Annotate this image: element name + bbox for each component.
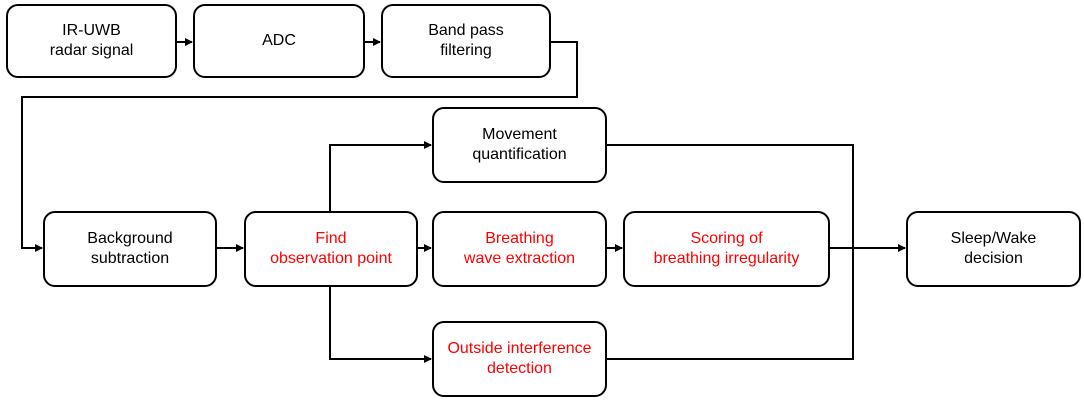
edge-find-to-outside (329, 287, 432, 363)
node-label: Scoring of breathing irregularity (653, 230, 800, 267)
node-label: ADC (262, 32, 296, 49)
node-adc: ADC (193, 4, 365, 78)
node-label: Sleep/Wake decision (950, 230, 1037, 267)
node-label: Find observation point (270, 230, 392, 267)
node-background-subtraction: Background subtraction (43, 211, 217, 287)
edge-bandpass-to-background (21, 41, 578, 252)
node-label: Background subtraction (87, 230, 173, 267)
node-label: IR-UWB radar signal (49, 22, 134, 59)
node-label: Movement quantification (472, 126, 567, 163)
edge-movement-to-merge (606, 144, 854, 360)
node-movement-quantification: Movement quantification (432, 107, 607, 183)
node-ir-uwb-radar-signal: IR-UWB radar signal (6, 4, 177, 78)
node-breathing-wave-extraction: Breathing wave extraction (432, 211, 607, 287)
node-label: Breathing wave extraction (463, 230, 576, 267)
node-find-observation-point: Find observation point (244, 211, 418, 287)
node-sleep-wake-decision: Sleep/Wake decision (906, 211, 1081, 287)
node-band-pass-filtering: Band pass filtering (381, 4, 551, 78)
node-scoring-breathing-irregularity: Scoring of breathing irregularity (623, 211, 830, 287)
node-outside-interference-detection: Outside interference detection (432, 321, 607, 397)
node-label: Outside interference detection (447, 340, 592, 377)
edge-find-to-movement (329, 141, 432, 211)
node-label: Band pass filtering (428, 22, 504, 59)
